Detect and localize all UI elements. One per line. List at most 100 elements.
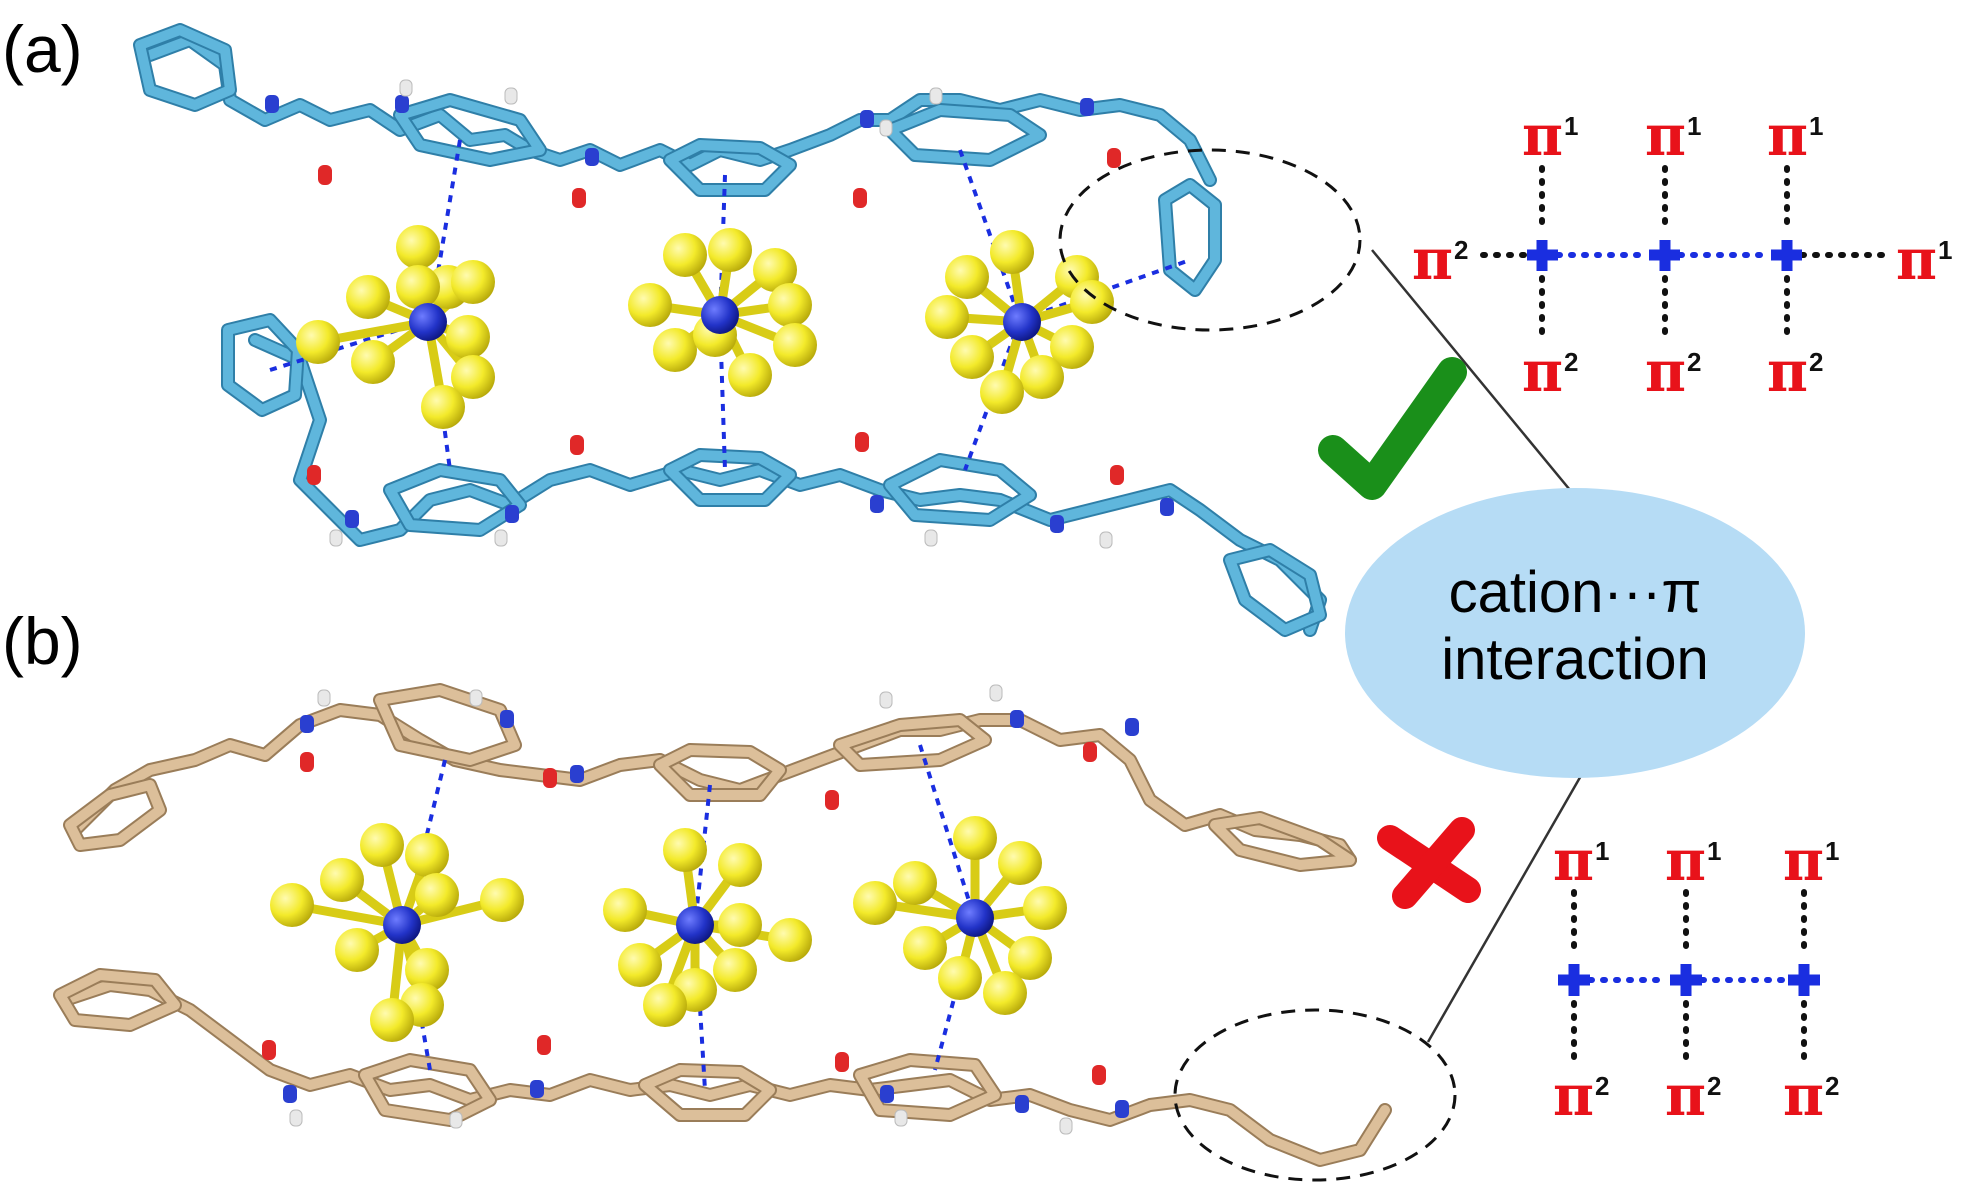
fluorine-atom <box>853 881 897 925</box>
fluorine-atom <box>370 998 414 1042</box>
cation-center-atom <box>383 906 421 944</box>
scheme-a-pi-left: π2 <box>1412 227 1469 293</box>
highlight-ellipse-b <box>1173 1008 1457 1182</box>
fluorine-atom <box>773 323 817 367</box>
fluorine-atom <box>1070 280 1114 324</box>
cation-pi-bubble <box>1345 488 1805 778</box>
fluorine-atom <box>346 275 390 319</box>
fluorine-atom <box>1023 886 1067 930</box>
fluorine-atom <box>421 385 465 429</box>
scheme-b-links <box>1571 889 1807 1068</box>
connector-line-a <box>1371 249 1571 491</box>
strand-b-bottom <box>53 968 1392 1167</box>
fluorine-atom <box>950 335 994 379</box>
anion-cluster-a-right <box>925 230 1114 414</box>
fluorine-atom <box>451 260 495 304</box>
scheme-b-pi-top-2: π1 <box>1665 828 1722 894</box>
fluorine-atom <box>728 353 772 397</box>
scheme-b-pi-bottom-3: π2 <box>1783 1063 1840 1129</box>
fluorine-atom <box>480 878 524 922</box>
fluorine-atom <box>983 971 1027 1015</box>
scheme-a-pi-bottom-2: π2 <box>1645 339 1702 405</box>
strand-b-top <box>63 683 1357 872</box>
scheme-b-pi-top-3: π1 <box>1783 828 1840 894</box>
scheme-a-cations <box>1527 240 1802 271</box>
fluorine-atom <box>653 328 697 372</box>
fluorine-atom <box>953 816 997 860</box>
fluorine-atom <box>768 283 812 327</box>
fluorine-atom <box>446 315 490 359</box>
scheme-a-links <box>1480 165 1893 343</box>
anion-cluster-b-right <box>853 816 1067 1015</box>
anion-clusters-b <box>270 816 1067 1042</box>
fluorine-atom <box>360 823 404 867</box>
structure-b <box>53 683 1392 1167</box>
fluorine-atom <box>1008 936 1052 980</box>
fluorine-atom <box>980 370 1024 414</box>
fluorine-atom <box>296 320 340 364</box>
panel-label-b: (b) <box>2 604 83 678</box>
scheme-b-pi-bottom-1: π2 <box>1553 1063 1610 1129</box>
strand-a-bottom <box>221 313 1327 637</box>
fluorine-atom <box>643 983 687 1027</box>
fluorine-atom <box>718 843 762 887</box>
scheme-a-pi-bottom-3: π2 <box>1767 339 1824 405</box>
fluorine-atom <box>753 248 797 292</box>
fluorine-atom <box>351 340 395 384</box>
anion-clusters-a <box>296 225 1114 429</box>
fluorine-atom <box>663 828 707 872</box>
anion-cluster-a-left <box>296 225 495 429</box>
fluorine-atom <box>713 948 757 992</box>
fluorine-atom <box>768 918 812 962</box>
fluorine-atom <box>990 230 1034 274</box>
fluorine-atom <box>998 841 1042 885</box>
fluorine-atom <box>925 295 969 339</box>
fluorine-atom <box>603 888 647 932</box>
fluorine-atom <box>938 956 982 1000</box>
strand-a-top <box>133 23 1222 297</box>
scheme-a-pi-bottom-1: π2 <box>1522 339 1579 405</box>
structure-a <box>133 23 1327 637</box>
anion-cluster-b-middle <box>603 828 812 1027</box>
fluorine-atom <box>320 858 364 902</box>
scheme-a-pi-top-2: π1 <box>1645 103 1702 169</box>
fluorine-atom <box>405 833 449 877</box>
fluorine-atom <box>893 861 937 905</box>
fluorine-atom <box>663 233 707 277</box>
bubble-line-2: interaction <box>1441 626 1709 692</box>
scheme-a-pi-top-1: π1 <box>1522 103 1579 169</box>
fluorine-atom <box>903 926 947 970</box>
fluorine-atom <box>1050 325 1094 369</box>
cation-center-atom <box>701 296 739 334</box>
fluorine-atom <box>628 283 672 327</box>
cation-center-atom <box>409 303 447 341</box>
cation-center-atom <box>956 899 994 937</box>
connector-line-b <box>1426 759 1592 1043</box>
cation-center-atom <box>1003 303 1041 341</box>
scheme-b-pi-top-1: π1 <box>1553 828 1610 894</box>
fluorine-atom <box>718 903 762 947</box>
bubble-line-1: cation···π <box>1448 560 1702 625</box>
scheme-a-pi-right: π1 <box>1896 227 1953 293</box>
bubble-text: cation···π interaction <box>1380 560 1770 693</box>
fluorine-atom <box>451 355 495 399</box>
panel-label-a: (a) <box>2 12 83 86</box>
fluorine-atom <box>335 928 379 972</box>
fluorine-atom <box>415 873 459 917</box>
cation-center-atom <box>676 906 714 944</box>
fluorine-atom <box>396 265 440 309</box>
scheme-b-pi-bottom-2: π2 <box>1665 1063 1722 1129</box>
heteroatoms-b <box>262 684 1139 1135</box>
highlight-ellipse-a <box>1058 148 1362 332</box>
fluorine-atom <box>618 943 662 987</box>
anion-cluster-a-middle <box>628 228 817 397</box>
fluorine-atom <box>1020 355 1064 399</box>
fluorine-atom <box>945 255 989 299</box>
heteroatoms-a <box>265 79 1174 549</box>
fluorine-atom <box>396 225 440 269</box>
anion-cluster-b-left <box>270 823 524 1042</box>
scheme-a-pi-top-3: π1 <box>1767 103 1824 169</box>
cross-icon <box>1377 817 1481 909</box>
